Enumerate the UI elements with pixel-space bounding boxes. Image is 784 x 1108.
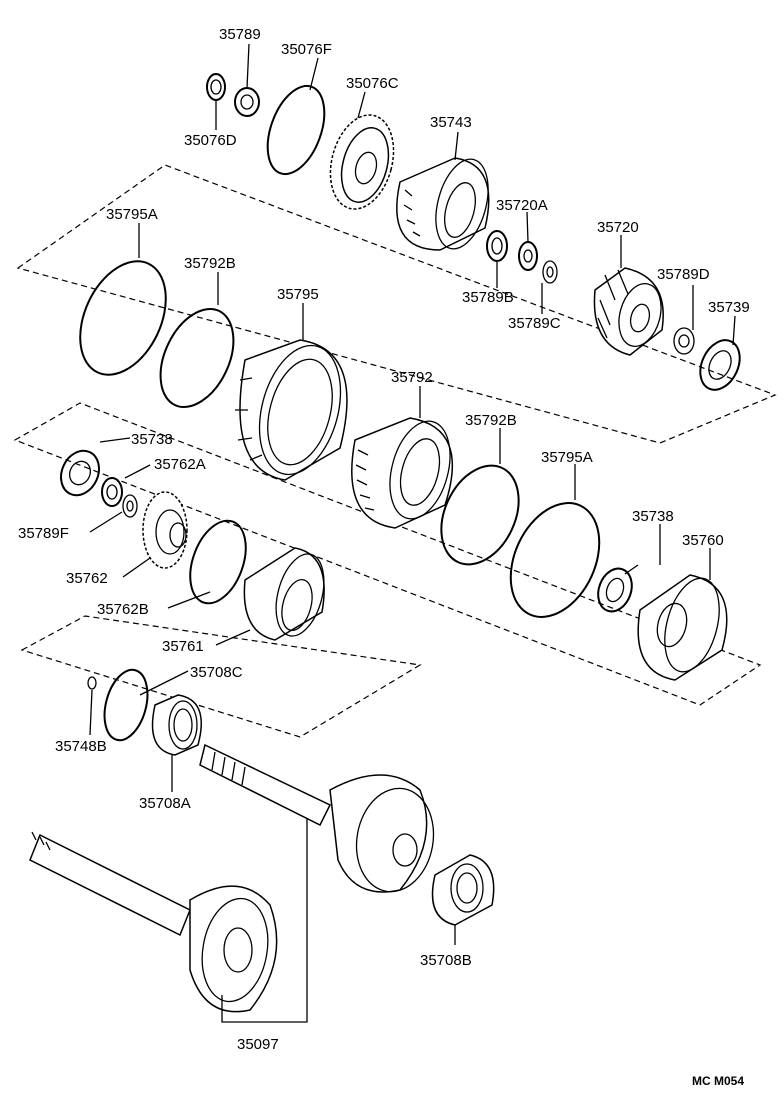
label-35738-right: 35738 bbox=[632, 508, 674, 525]
gear-35762 bbox=[142, 491, 188, 569]
output-shaft-35097 bbox=[199, 743, 435, 893]
part-labels: 35789 35076F 35076C 35076D 35743 35720A … bbox=[18, 26, 750, 1088]
drum-35743 bbox=[396, 157, 490, 251]
label-35789: 35789 bbox=[219, 26, 261, 43]
bearing-35720a bbox=[518, 241, 538, 271]
middle-group-outline bbox=[13, 402, 762, 706]
group-outlines bbox=[13, 164, 777, 738]
gear-35076c bbox=[329, 114, 395, 210]
label-35762: 35762 bbox=[66, 570, 108, 587]
label-35792: 35792 bbox=[391, 369, 433, 386]
snap-ring-35795a-mid bbox=[509, 502, 601, 618]
label-35076d: 35076D bbox=[184, 132, 237, 149]
label-35789b: 35789B bbox=[462, 289, 514, 306]
drum-35760 bbox=[637, 574, 728, 681]
label-35743: 35743 bbox=[430, 114, 472, 131]
snap-ring-35792b-mid bbox=[440, 464, 520, 566]
label-35708b: 35708B bbox=[420, 952, 472, 969]
upper-group-outline bbox=[16, 164, 777, 444]
thrust-plate-35738-right bbox=[597, 567, 633, 613]
label-35795: 35795 bbox=[277, 286, 319, 303]
label-35761: 35761 bbox=[162, 638, 204, 655]
clutch-hub-35792 bbox=[351, 417, 453, 529]
leader-lines bbox=[89, 43, 736, 1023]
label-35739: 35739 bbox=[708, 299, 750, 316]
snap-ring-35792b-top bbox=[159, 307, 235, 409]
label-35738-left: 35738 bbox=[131, 431, 173, 448]
label-35792b-top: 35792B bbox=[184, 255, 236, 272]
snap-ring-35795a-top bbox=[79, 260, 167, 376]
planetary-carrier-35720 bbox=[593, 267, 664, 356]
snap-ring-35076f bbox=[266, 84, 326, 176]
thrust-plate-35739 bbox=[699, 339, 741, 391]
label-35789f: 35789F bbox=[18, 525, 69, 542]
washer-35789d bbox=[673, 327, 695, 355]
drum-35761 bbox=[243, 547, 325, 641]
pin-35748b bbox=[87, 676, 97, 690]
diagram-code: MC M054 bbox=[692, 1074, 744, 1088]
bearing-35708b bbox=[431, 854, 495, 926]
label-35708c: 35708C bbox=[190, 664, 243, 681]
label-35720a: 35720A bbox=[496, 197, 548, 214]
label-35789d: 35789D bbox=[657, 266, 710, 283]
label-35795a-top: 35795A bbox=[106, 206, 158, 223]
label-35760: 35760 bbox=[682, 532, 724, 549]
bearing-35762a bbox=[101, 477, 123, 507]
washer-35789f bbox=[122, 494, 138, 518]
label-35762b: 35762B bbox=[97, 601, 149, 618]
washer-35789c bbox=[542, 260, 558, 284]
label-35720: 35720 bbox=[597, 219, 639, 236]
label-35789c: 35789C bbox=[508, 315, 561, 332]
drive-shaft-35097 bbox=[29, 831, 278, 1013]
label-35762a: 35762A bbox=[154, 456, 206, 473]
bearing-35076d bbox=[206, 73, 226, 101]
label-35097: 35097 bbox=[237, 1036, 279, 1053]
thrust-plate-35738-left bbox=[60, 449, 100, 497]
bearing-35708a bbox=[151, 694, 202, 756]
label-35076f: 35076F bbox=[281, 41, 332, 58]
label-35076c: 35076C bbox=[346, 75, 399, 92]
snap-ring-35762b bbox=[189, 519, 247, 605]
washer-35789b bbox=[486, 230, 508, 262]
snap-ring-35708c bbox=[103, 668, 149, 742]
lower-group-outline bbox=[20, 615, 422, 738]
label-35792b-mid: 35792B bbox=[465, 412, 517, 429]
clutch-drum-35795 bbox=[235, 339, 348, 481]
label-35795a-mid: 35795A bbox=[541, 449, 593, 466]
label-35748b: 35748B bbox=[55, 738, 107, 755]
label-35708a: 35708A bbox=[139, 795, 191, 812]
bearing-35789 bbox=[234, 87, 260, 117]
